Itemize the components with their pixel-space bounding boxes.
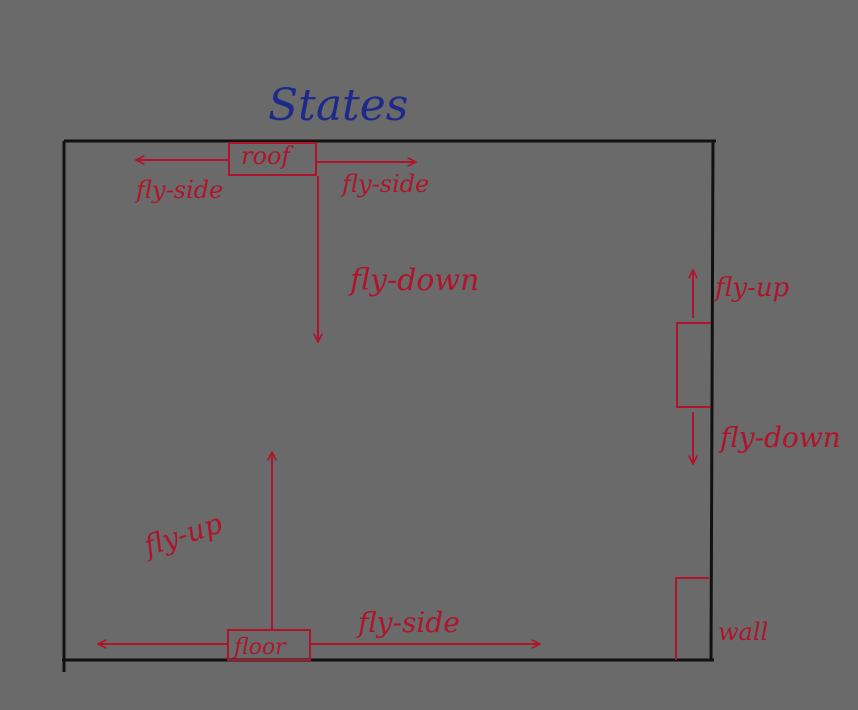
wall-upper-bracket <box>676 322 711 408</box>
wall-state-label: wall <box>718 618 768 646</box>
roof-state: roof <box>228 142 317 176</box>
floor-state: floor <box>227 629 311 661</box>
wall-lower-bracket <box>675 577 709 660</box>
floor-up-label: fly-up <box>138 507 226 564</box>
roof-state-label: roof <box>241 142 294 170</box>
wall-down-label: fly-down <box>718 421 841 454</box>
diagram-title: States <box>268 80 408 131</box>
room-frame <box>62 139 716 672</box>
floor-side-label: fly-side <box>356 606 460 639</box>
roof-right-label: fly-side <box>340 170 429 198</box>
roof-left-label: fly-side <box>134 176 223 204</box>
roof-down-label: fly-down <box>348 263 479 298</box>
wall-up-label: fly-up <box>713 273 790 303</box>
floor-state-label: floor <box>232 635 287 660</box>
